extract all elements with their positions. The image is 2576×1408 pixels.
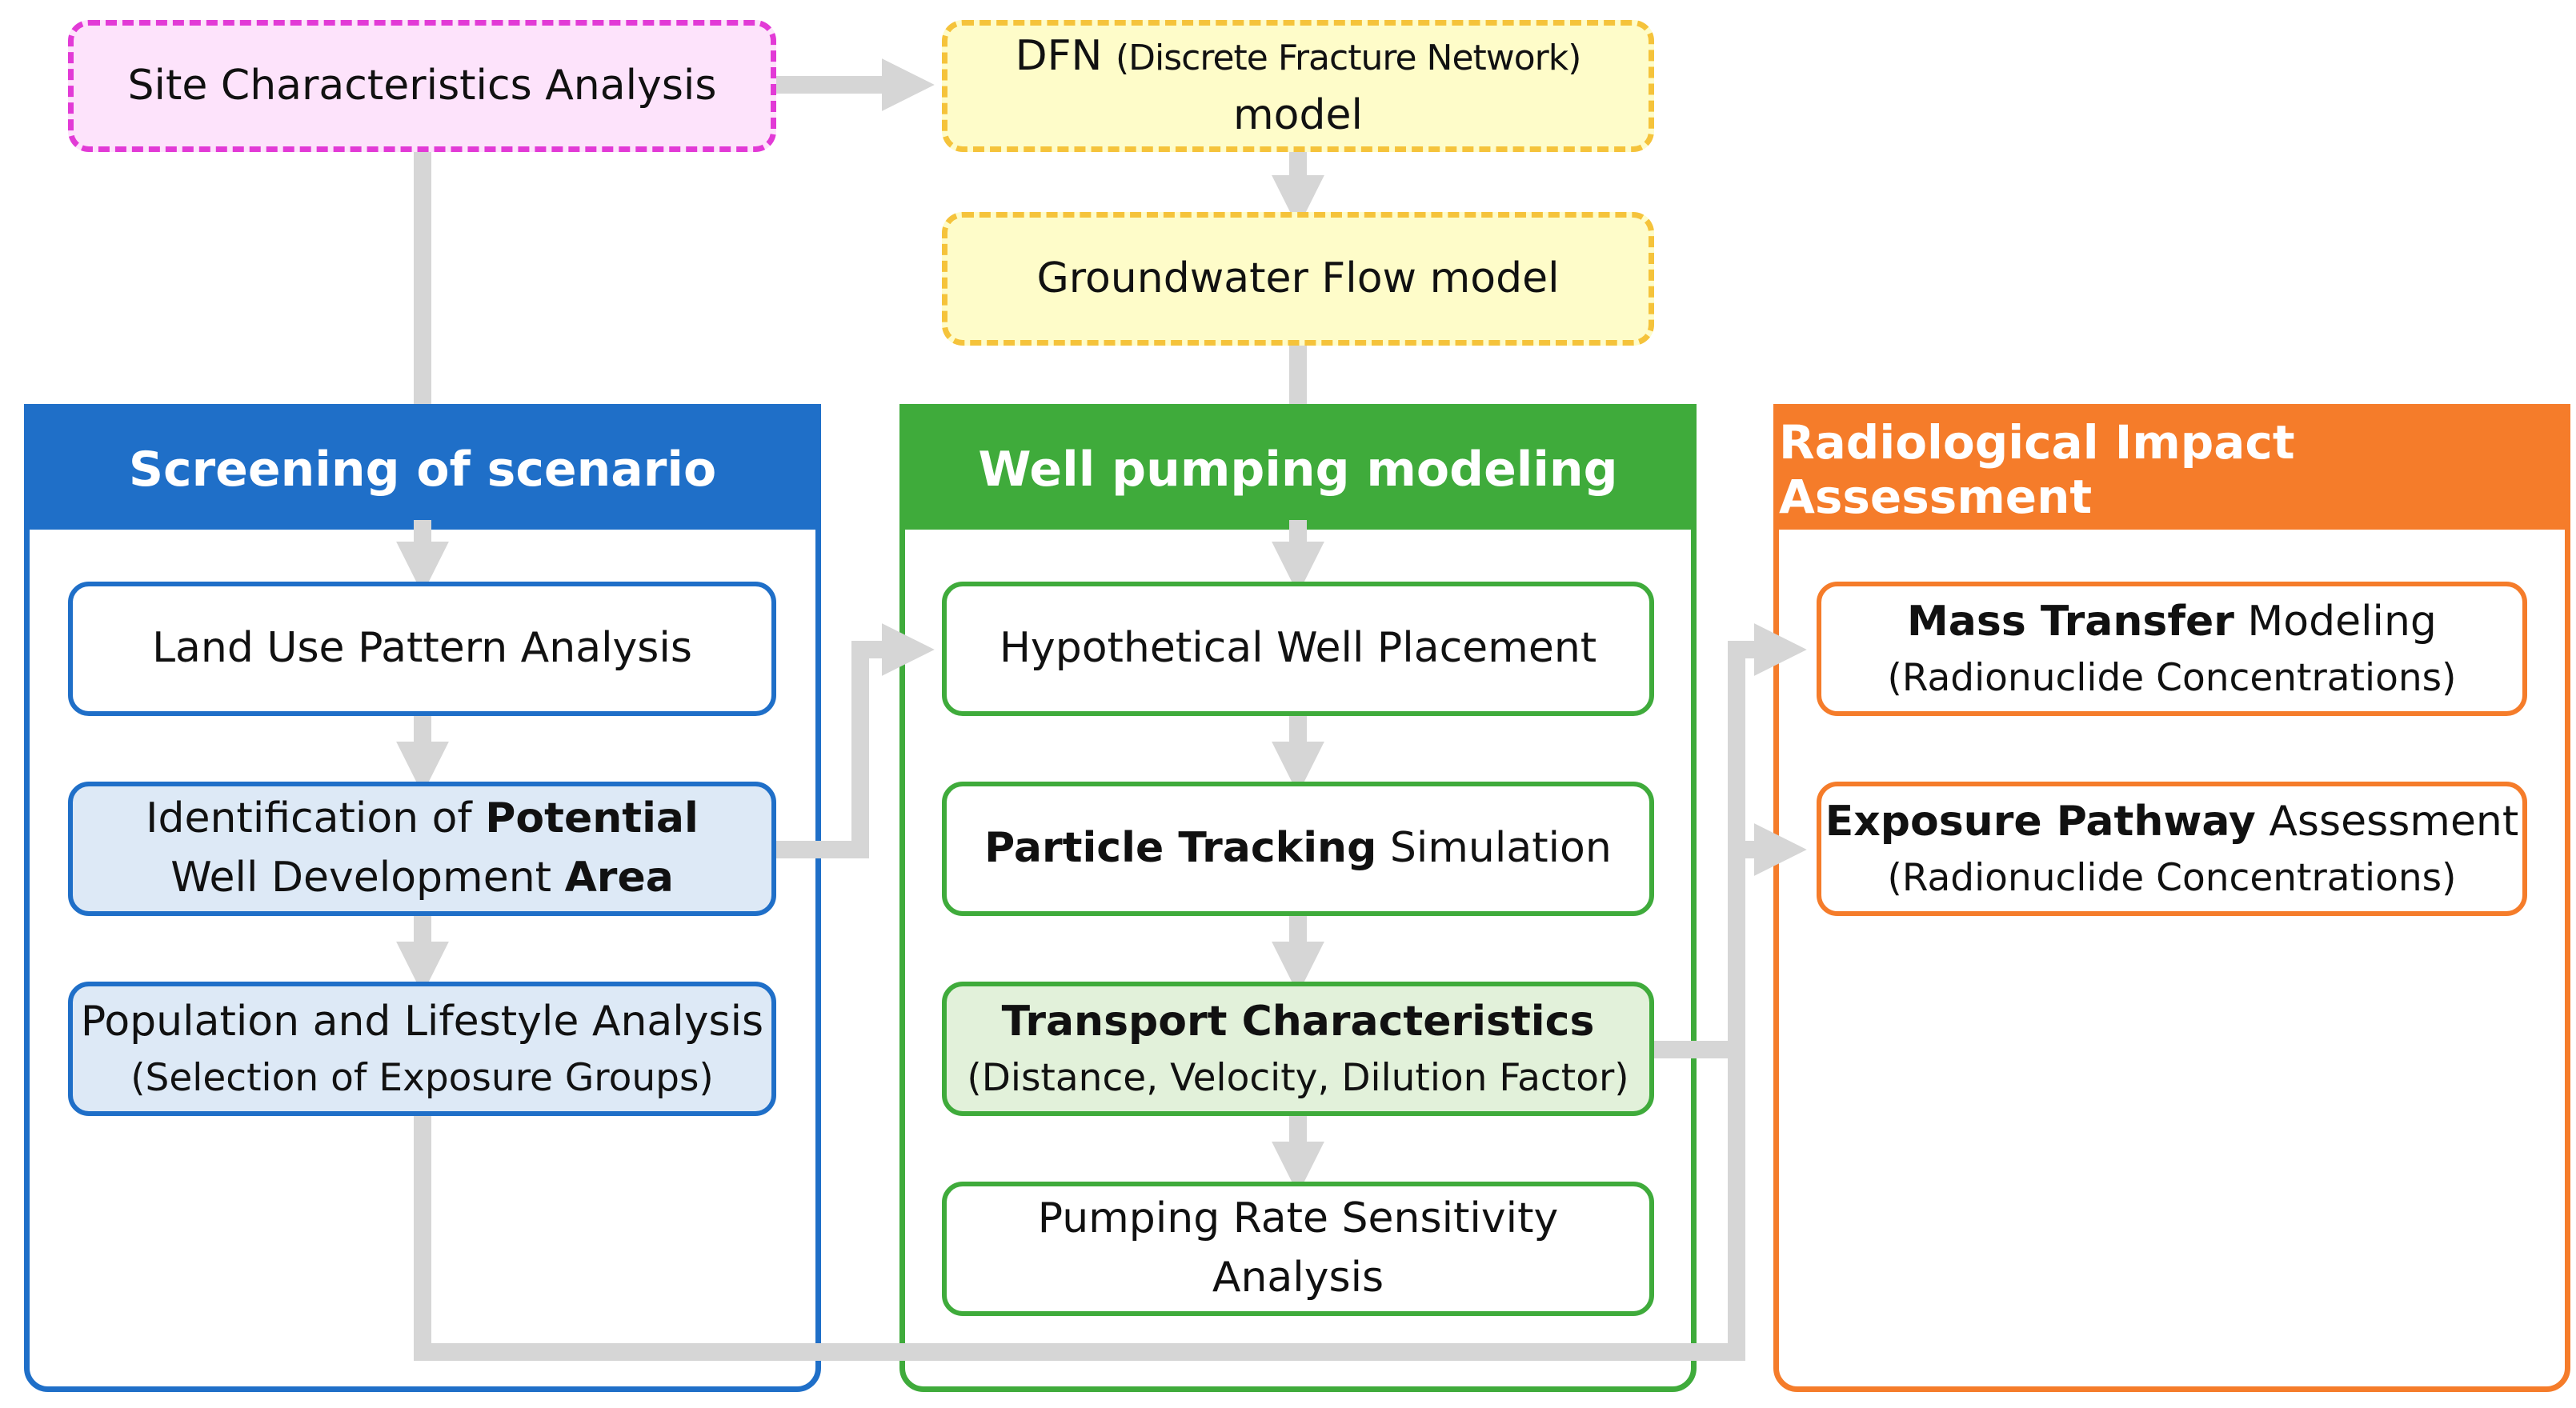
land-use-label: Land Use Pattern Analysis: [152, 624, 692, 673]
transport-box: Transport Characteristics (Distance, Vel…: [942, 982, 1654, 1116]
well-placement-box: Hypothetical Well Placement: [942, 582, 1654, 716]
mass-transfer-box: Mass Transfer Modeling (Radionuclide Con…: [1817, 582, 2527, 716]
exposure-pathway-box: Exposure Pathway Assessment (Radionuclid…: [1817, 782, 2527, 916]
radiological-panel-title: Radiological Impact Assessment: [1779, 410, 2565, 530]
site-characteristics-label: Site Characteristics Analysis: [127, 61, 717, 110]
population-line2: (Selection of Exposure Groups): [130, 1055, 714, 1100]
transport-line2: (Distance, Velocity, Dilution Factor): [967, 1055, 1629, 1100]
particle-tracking-box: Particle Tracking Simulation: [942, 782, 1654, 916]
exposure-bold: Exposure Pathway: [1825, 797, 2256, 846]
dfn-model-box: DFN (Discrete Fracture Network) model: [942, 20, 1654, 152]
site-characteristics-box: Site Characteristics Analysis: [68, 20, 776, 152]
potential-bold2: Area: [564, 854, 674, 902]
groundwater-model-box: Groundwater Flow model: [942, 212, 1654, 346]
pumping-rate-box: Pumping Rate Sensitivity Analysis: [942, 1182, 1654, 1316]
exposure-rest: Assessment: [2255, 797, 2519, 846]
population-line1: Population and Lifestyle Analysis: [80, 997, 764, 1046]
particle-tracking-label: Particle Tracking Simulation: [984, 819, 1612, 878]
particle-bold: Particle Tracking: [984, 824, 1377, 873]
potential-area-box: Identification of Potential Well Develop…: [68, 782, 776, 916]
potential-bold1: Potential: [485, 794, 699, 843]
particle-rest: Simulation: [1376, 824, 1612, 873]
mass-transfer-line2: (Radionuclide Concentrations): [1887, 655, 2457, 700]
potential-text1: Identification of: [146, 794, 486, 843]
well-panel-title: Well pumping modeling: [905, 410, 1691, 530]
exposure-pathway-line1: Exposure Pathway Assessment: [1825, 793, 2519, 852]
dfn-prefix: DFN: [1015, 31, 1103, 80]
well-placement-label: Hypothetical Well Placement: [999, 624, 1597, 673]
arrow-population-bottom-link: [414, 850, 1745, 1361]
dfn-model-label: DFN (Discrete Fracture Network) model: [947, 27, 1649, 146]
groundwater-model-label: Groundwater Flow model: [1036, 254, 1560, 302]
population-box: Population and Lifestyle Analysis (Selec…: [68, 982, 776, 1116]
mass-rest: Modeling: [2233, 597, 2437, 646]
dfn-suffix: model: [1233, 90, 1363, 139]
land-use-box: Land Use Pattern Analysis: [68, 582, 776, 716]
potential-area-line2: Well Development Area: [170, 849, 674, 908]
transport-line1: Transport Characteristics: [1001, 997, 1595, 1046]
pumping-rate-label: Pumping Rate Sensitivity Analysis: [1037, 1194, 1559, 1302]
dfn-paren: (Discrete Fracture Network): [1115, 37, 1581, 78]
potential-text2: Well Development: [170, 854, 565, 902]
exposure-pathway-line2: (Radionuclide Concentrations): [1887, 855, 2457, 900]
arrow-potential-to-placement: [775, 623, 935, 858]
mass-transfer-line1: Mass Transfer Modeling: [1907, 593, 2437, 652]
potential-area-line1: Identification of Potential: [146, 790, 699, 849]
mass-bold: Mass Transfer: [1907, 597, 2234, 646]
screening-panel-title: Screening of scenario: [30, 410, 815, 530]
